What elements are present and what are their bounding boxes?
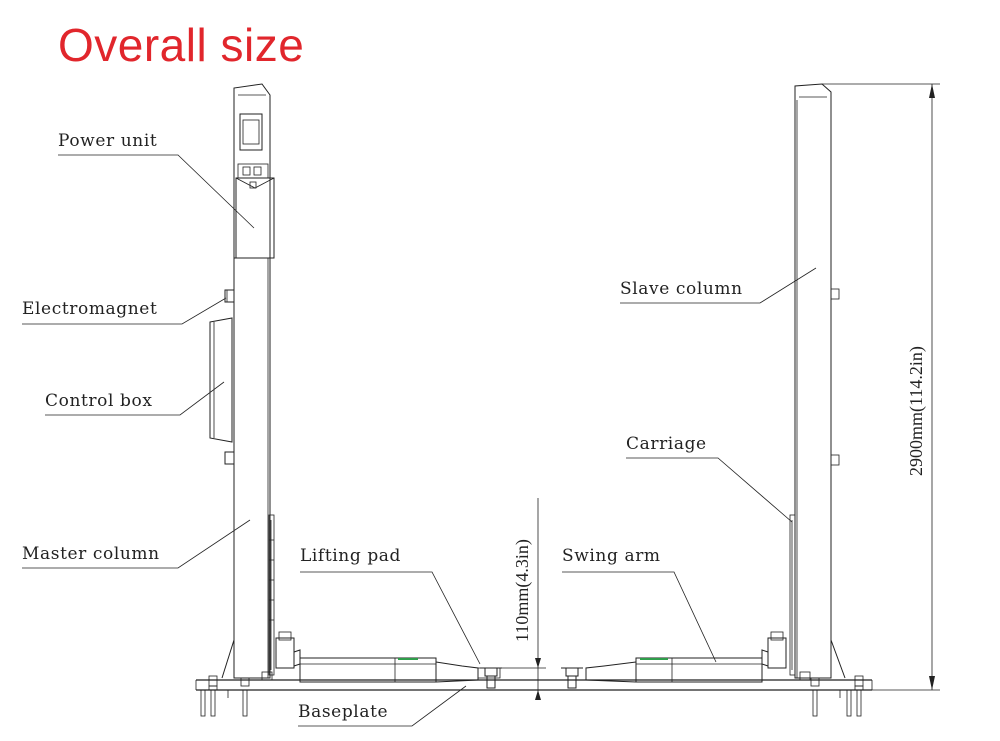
right-lifting-pad xyxy=(561,667,583,689)
power-unit-label: Power unit xyxy=(58,131,157,151)
height-dimension: 2900mm(114.2in) xyxy=(822,83,940,691)
callout-swing-arm: Swing arm xyxy=(562,546,717,663)
height-dimension-label: 2900mm(114.2in) xyxy=(906,346,927,476)
master-column-label: Master column xyxy=(22,544,160,564)
electromagnet xyxy=(224,289,235,465)
carriage-label: Carriage xyxy=(626,434,707,454)
callout-electromagnet: Electromagnet xyxy=(22,297,227,325)
slave-column xyxy=(794,83,846,681)
callout-power-unit: Power unit xyxy=(58,131,255,229)
callout-master-column: Master column xyxy=(22,519,251,569)
swing-arm-label: Swing arm xyxy=(562,546,661,566)
lifting-pad-label: Lifting pad xyxy=(300,546,401,566)
pad-height-dimension: 110mm(4.3in) xyxy=(500,498,546,700)
control-box-label: Control box xyxy=(45,391,153,411)
callout-control-box: Control box xyxy=(45,381,225,416)
callout-baseplate: Baseplate xyxy=(298,685,467,727)
pad-height-dimension-label: 110mm(4.3in) xyxy=(512,539,533,642)
electromagnet-label: Electromagnet xyxy=(22,299,157,319)
left-swing-arm xyxy=(275,631,501,683)
callout-carriage: Carriage xyxy=(626,434,793,523)
diagram-title: Overall size xyxy=(58,19,305,71)
baseplate xyxy=(195,679,873,698)
power-unit xyxy=(235,113,275,259)
baseplate-label: Baseplate xyxy=(298,702,388,722)
left-lifting-pad xyxy=(480,667,502,689)
right-swing-arm xyxy=(585,631,787,683)
slave-column-label: Slave column xyxy=(620,279,743,299)
callout-lifting-pad: Lifting pad xyxy=(300,546,481,665)
callout-slave-column: Slave column xyxy=(620,267,817,304)
carriage xyxy=(789,514,796,676)
control-box xyxy=(209,317,233,443)
master-column xyxy=(221,83,275,681)
